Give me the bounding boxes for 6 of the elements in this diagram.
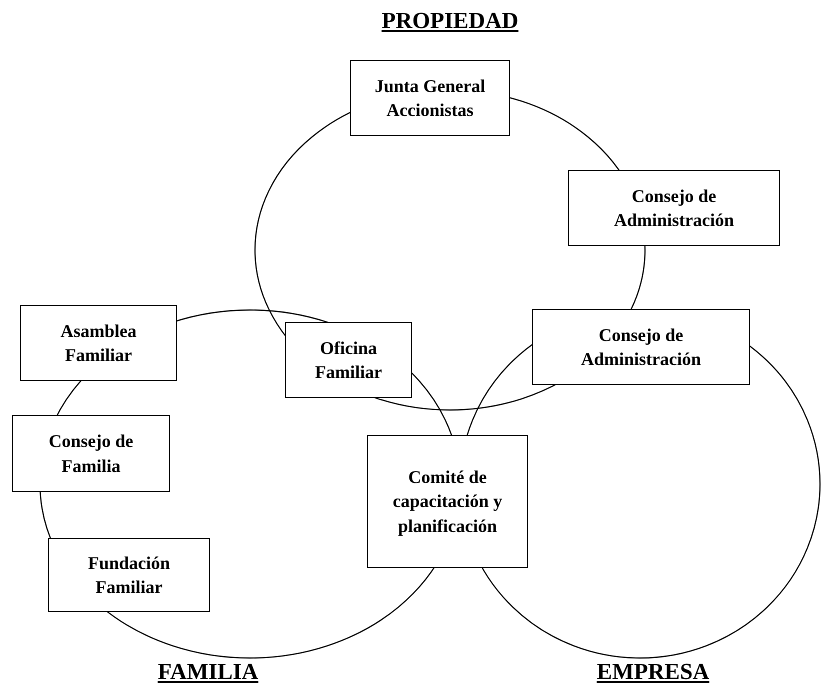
body-box: Consejo de Administración: [568, 170, 780, 246]
body-box: Junta General Accionistas: [350, 60, 510, 136]
body-box: Oficina Familiar: [285, 322, 412, 398]
body-box: Comité de capacitación y planificación: [367, 435, 528, 568]
body-box: Consejo de Familia: [12, 415, 170, 492]
body-box: Asamblea Familiar: [20, 305, 177, 381]
